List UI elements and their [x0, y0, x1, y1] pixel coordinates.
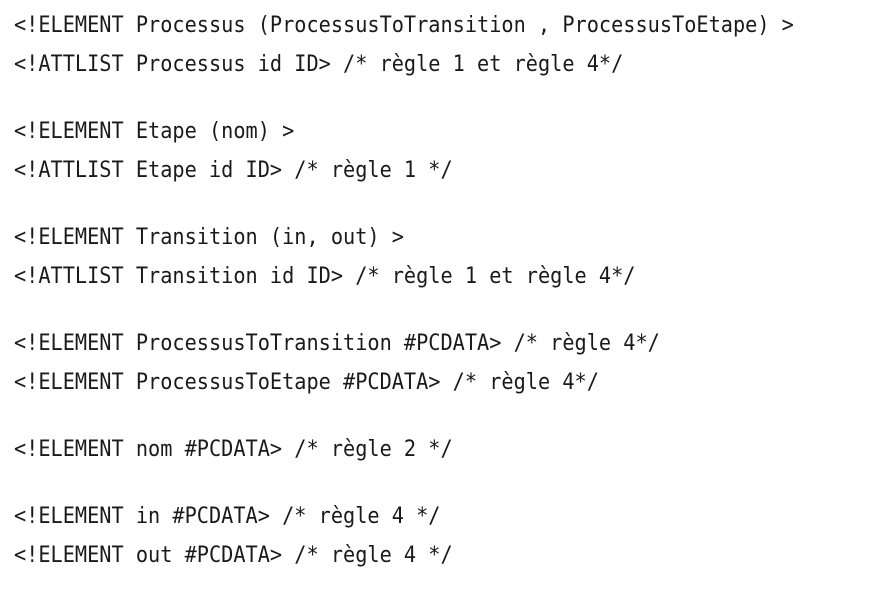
processus-to-etape-element-line: <!ELEMENT ProcessusToEtape #PCDATA> /* r… [14, 370, 599, 395]
processus-declaration-block: <!ELEMENT Processus (ProcessusToTransiti… [14, 6, 797, 84]
etape-attlist-line: <!ATTLIST Etape id ID> /* règle 1 */ [14, 158, 453, 183]
transition-declaration-block: <!ELEMENT Transition (in, out) > <!ATTLI… [14, 218, 797, 296]
etape-element-line: <!ELEMENT Etape (nom) > [14, 119, 295, 144]
nom-declaration-block: <!ELEMENT nom #PCDATA> /* règle 2 */ [14, 430, 797, 469]
dtd-code-listing: <!ELEMENT Processus (ProcessusToTransiti… [14, 6, 797, 603]
processus-attlist-line: <!ATTLIST Processus id ID> /* règle 1 et… [14, 52, 624, 77]
out-element-line: <!ELEMENT out #PCDATA> /* règle 4 */ [14, 543, 453, 568]
in-element-line: <!ELEMENT in #PCDATA> /* règle 4 */ [14, 504, 441, 529]
link-elements-block: <!ELEMENT ProcessusToTransition #PCDATA>… [14, 324, 797, 402]
nom-element-line: <!ELEMENT nom #PCDATA> /* règle 2 */ [14, 437, 453, 462]
processus-to-transition-element-line: <!ELEMENT ProcessusToTransition #PCDATA>… [14, 331, 660, 356]
transition-element-line: <!ELEMENT Transition (in, out) > [14, 225, 404, 250]
transition-attlist-line: <!ATTLIST Transition id ID> /* règle 1 e… [14, 264, 636, 289]
processus-element-line: <!ELEMENT Processus (ProcessusToTransiti… [14, 13, 794, 38]
etape-declaration-block: <!ELEMENT Etape (nom) > <!ATTLIST Etape … [14, 112, 797, 190]
in-out-declaration-block: <!ELEMENT in #PCDATA> /* règle 4 */ <!EL… [14, 497, 797, 575]
